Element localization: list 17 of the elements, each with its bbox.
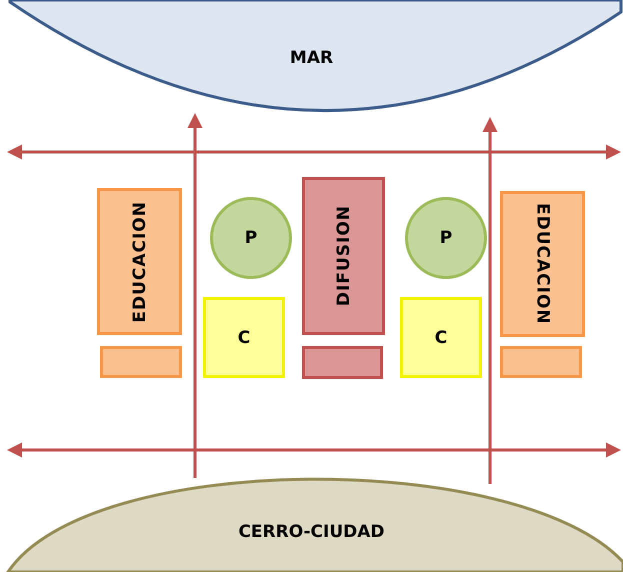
zone-block	[400, 297, 482, 378]
zone-block	[500, 191, 585, 337]
zone-label: CERRO-CIUDAD	[238, 522, 385, 542]
zone-label: C	[434, 328, 448, 348]
zone-block	[302, 346, 383, 379]
zone-label: DIFUSION	[334, 205, 354, 307]
zone-label: EDUCACION	[532, 203, 552, 325]
zone-block	[100, 346, 182, 378]
zone-block	[203, 297, 285, 378]
zone-block	[500, 346, 582, 378]
zone-label: C	[238, 328, 250, 348]
zone-label: MAR	[290, 48, 334, 68]
zone-block	[302, 177, 385, 335]
zone-block	[97, 188, 182, 335]
zone-label: P	[244, 228, 258, 248]
zone-label: P	[440, 228, 452, 248]
zone-label: EDUCACION	[130, 200, 150, 322]
